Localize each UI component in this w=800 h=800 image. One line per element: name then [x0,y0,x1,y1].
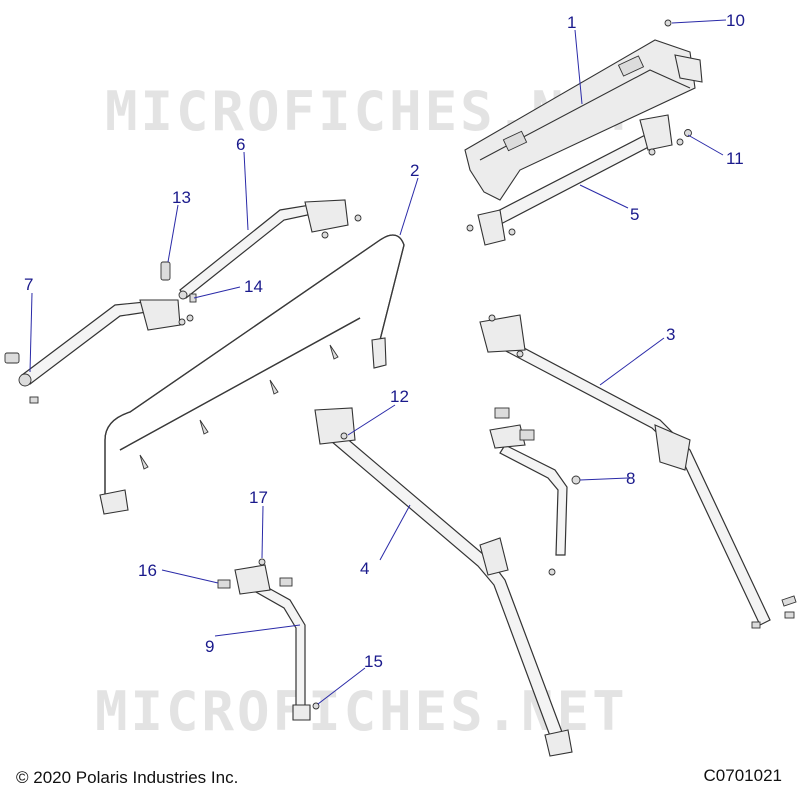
callout-7: 7 [24,275,33,294]
callout-10: 10 [726,11,745,30]
upper-side-tube-part [178,199,362,300]
callout-16: 16 [138,561,157,580]
callout-6: 6 [236,135,245,154]
callout-9: 9 [205,637,214,656]
callout-8: 8 [626,469,635,488]
rear-right-pillar-part [479,314,797,629]
rear-left-pillar-part [314,407,573,757]
bracket-8-part [489,407,581,576]
leader-lines [29,19,727,705]
callout-4: 4 [360,559,369,578]
lower-side-tube-part [4,299,194,404]
callout-17: 17 [249,488,268,507]
bracket-9-part [217,558,320,721]
hardware-10-11 [664,19,692,137]
callout-5: 5 [630,205,639,224]
callout-3: 3 [666,325,675,344]
callouts: 1 2 3 4 5 6 7 8 9 10 11 12 13 14 15 16 1… [24,11,745,671]
roof-panel-part [464,39,703,201]
callout-11: 11 [726,149,744,168]
callout-12: 12 [390,387,409,406]
callout-14: 14 [244,277,263,296]
figure-code: C0701021 [703,766,782,785]
callout-1: 1 [567,13,576,32]
callout-2: 2 [410,161,419,180]
front-hoop-part [99,234,405,515]
callout-15: 15 [364,652,383,671]
rear-cross-tube-part [466,114,684,246]
hardware-13-14 [160,261,197,303]
callout-13: 13 [172,188,191,207]
copyright-text: © 2020 Polaris Industries Inc. [16,768,239,787]
